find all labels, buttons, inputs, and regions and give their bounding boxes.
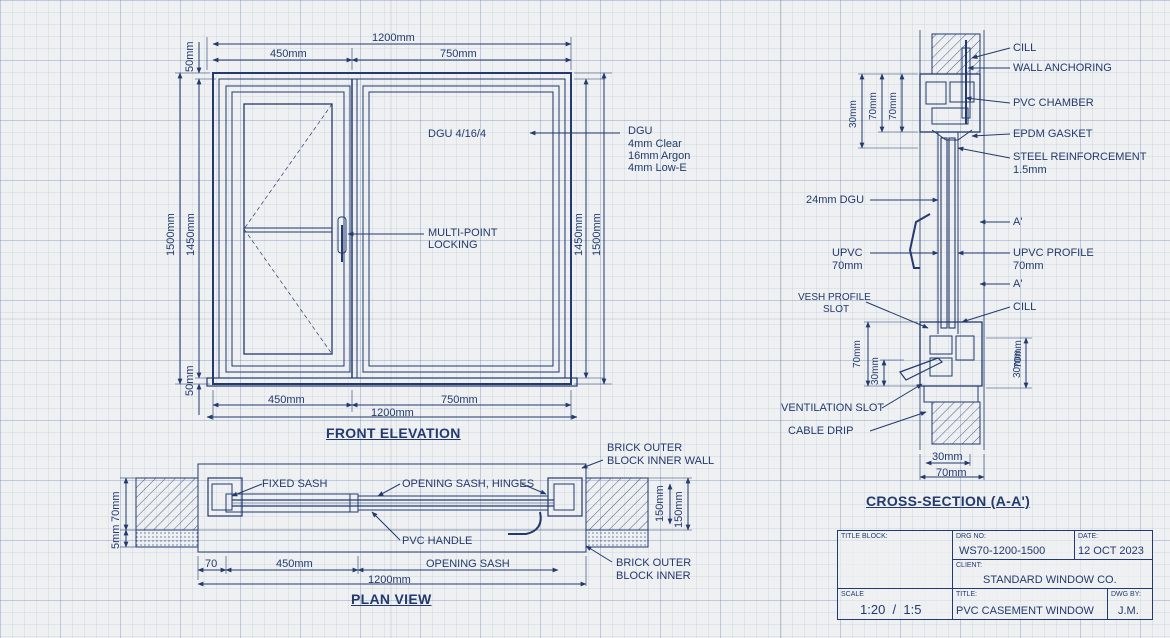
locking-line-2: LOCKING (428, 239, 478, 251)
section-dim-top-70b: 70mm (888, 92, 899, 120)
client-label: CLIENT: (956, 562, 983, 569)
dgu-title: DGU (628, 125, 653, 137)
front-dim-top-left: 450mm (270, 48, 307, 60)
front-dim-bottom-overall: 1200mm (371, 407, 414, 419)
a-prime-top: A' (1013, 216, 1023, 228)
front-dim-bottom-left: 450mm (268, 394, 305, 406)
pvc-chamber-label: PVC CHAMBER (1013, 97, 1094, 109)
front-dim-left-bottom: 50mm (184, 365, 196, 396)
locking-line-1: MULTI-POINT (428, 227, 498, 239)
cross-section (858, 30, 1032, 480)
upvc-left-line-2: 70mm (832, 260, 863, 272)
front-dim-top-right: 750mm (440, 48, 477, 60)
drg-no-label: DRG NO: (956, 533, 986, 540)
dwg-by-cell: DWG BY: J.M. (1108, 589, 1152, 619)
plan-dim-right-150a: 150mm (654, 485, 666, 522)
dwg-by-label: DWG BY: (1111, 591, 1141, 598)
plan-dim-70: 70 (205, 558, 218, 570)
cable-drip-label: CABLE DRIP (788, 425, 854, 437)
a-prime-bottom: A' (1013, 278, 1023, 290)
date-value: 12 OCT 2023 (1078, 545, 1144, 557)
title-block: TITLE BLOCK: DRG NO: WS70-1200-1500 DATE… (837, 530, 1153, 620)
vesh-slot-line-2: SLOT (823, 304, 850, 315)
title-label: TITLE: (956, 591, 978, 598)
plan-dim-overall: 1200mm (368, 574, 411, 586)
date-label: DATE: (1078, 533, 1099, 540)
plan-dim-left-70: 70mm (110, 491, 122, 522)
dgu-line-3: 4mm Low-E (628, 162, 687, 174)
cill-top-label: CILL (1013, 42, 1037, 54)
ventilation-slot-label: VENTILATION SLOT (781, 402, 885, 414)
upvc-right-line-2: 70mm (1013, 260, 1044, 272)
plan-dim-left-5: 5mm (110, 524, 122, 549)
upvc-left-line-1: UPVC (832, 247, 863, 259)
front-dim-left-top: 50mm (184, 41, 196, 72)
front-dim-right-overall: 1500mm (591, 213, 603, 256)
vesh-slot-line-1: VESH PROFILE (798, 292, 871, 303)
section-dim-bot-30: 30mm (870, 357, 881, 385)
front-dim-top-overall: 1200mm (372, 32, 415, 44)
brick-bottom-line-2: BLOCK INNER (616, 570, 691, 582)
section-dim-bot-70: 70mm (852, 340, 863, 368)
brick-bottom-line-1: BRICK OUTER (616, 557, 692, 569)
pvc-handle-label: PVC HANDLE (402, 535, 473, 547)
scale-label: SCALE (841, 591, 864, 598)
fixed-sash-label: FIXED SASH (262, 478, 328, 490)
front-dim-bottom-right: 750mm (441, 394, 478, 406)
paper-fold (780, 0, 782, 638)
wall-anchoring-label: WALL ANCHORING (1013, 62, 1112, 74)
section-dim-top-30: 30mm (848, 100, 859, 128)
title-cell: TITLE: PVC CASEMENT WINDOW (953, 589, 1108, 619)
drg-no-value: WS70-1200-1500 (959, 545, 1046, 557)
glazing-label: DGU 4/16/4 (428, 128, 487, 140)
front-dim-left-inner: 1450mm (185, 213, 197, 256)
title-block-label-cell: TITLE BLOCK: (838, 531, 953, 589)
section-dim-top-70a: 70mm (868, 92, 879, 120)
client-cell: CLIENT: STANDARD WINDOW CO. (953, 560, 1152, 589)
plan-dim-450: 450mm (276, 558, 313, 570)
front-dim-right-inner: 1450mm (573, 213, 585, 256)
plan-view-title: PLAN VIEW (351, 591, 432, 607)
dgu-24-label: 24mm DGU (806, 194, 865, 206)
plan-dim-right-150b: 150mm (673, 491, 685, 528)
plan-view (120, 459, 692, 587)
scale-value: 1:20 / 1:5 (860, 602, 922, 617)
front-elevation (175, 37, 620, 420)
title-block-label: TITLE BLOCK: (841, 533, 888, 540)
steel-reinforcement-line-1: STEEL REINFORCEMENT (1013, 151, 1147, 163)
client-value: STANDARD WINDOW CO. (983, 574, 1117, 586)
cill-bottom-label: CILL (1013, 301, 1037, 313)
cross-section-title: CROSS-SECTION (A-A') (866, 493, 1031, 509)
date-cell: DATE: 12 OCT 2023 (1075, 531, 1152, 560)
front-elevation-title: FRONT ELEVATION (326, 425, 461, 441)
brick-top-line-2: BLOCK INNER WALL (607, 455, 715, 467)
steel-reinforcement-line-2: 1.5mm (1013, 164, 1047, 176)
section-dim-bottom-30: 30mm (932, 451, 963, 463)
paper-fold (390, 0, 392, 638)
dwg-by-value: J.M. (1118, 605, 1139, 617)
front-dim-left-overall: 1500mm (165, 213, 177, 256)
title-value: PVC CASEMENT WINDOW (956, 605, 1094, 617)
dgu-line-1: 4mm Clear (628, 138, 682, 150)
dgu-line-2: 16mm Argon (628, 150, 691, 162)
upvc-right-line-1: UPVC PROFILE (1013, 247, 1094, 259)
opening-sash-hinges-label: OPENING SASH, HINGES (402, 478, 535, 490)
scale-cell: SCALE 1:20 / 1:5 (838, 589, 953, 619)
epdm-gasket-label: EPDM GASKET (1013, 128, 1093, 140)
section-dim-right-30: 30mm (1012, 350, 1023, 378)
brick-top-line-1: BRICK OUTER (607, 442, 683, 454)
plan-dim-opening-sash: OPENING SASH (426, 558, 510, 570)
section-dim-bottom-70: 70mm (936, 467, 967, 479)
drg-no-cell: DRG NO: WS70-1200-1500 (953, 531, 1075, 560)
